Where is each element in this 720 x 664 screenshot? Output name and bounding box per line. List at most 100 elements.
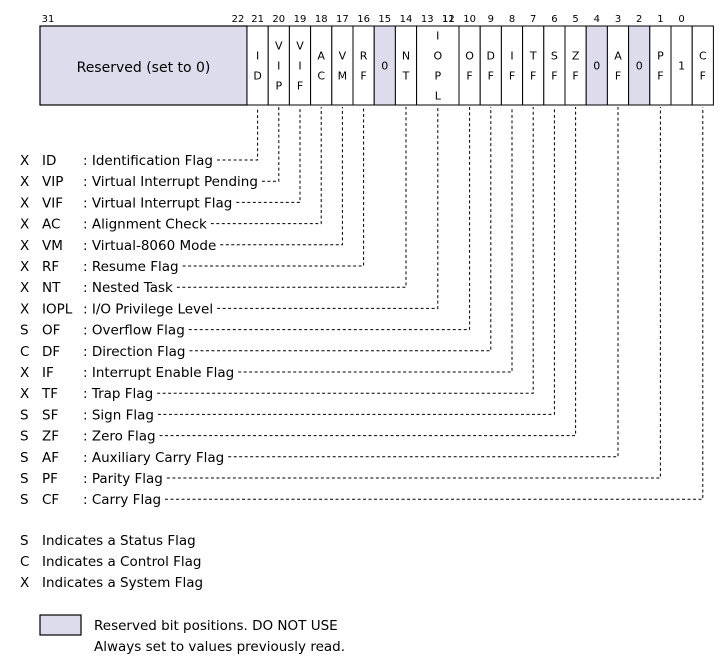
reserved-note-line2: Always set to values previously read.	[94, 639, 345, 655]
flag-abbr: RF	[42, 259, 59, 275]
flag-desc: : Resume Flag	[83, 259, 179, 275]
flag-abbr: CF	[42, 492, 59, 508]
reserved-label: Reserved (set to 0)	[77, 60, 211, 76]
reserved-swatch	[39, 614, 82, 636]
flag-desc: : Nested Task	[83, 280, 173, 296]
flag-desc: : Zero Flag	[83, 429, 156, 445]
flag-type: S	[20, 407, 29, 423]
flag-row-vip: X VIP : Virtual Interrupt Pending	[20, 174, 258, 190]
flag-abbr: TF	[41, 386, 58, 402]
bit-cell-7	[543, 25, 566, 106]
bit-cell-18	[310, 25, 333, 106]
flag-abbr: DF	[42, 344, 60, 360]
bit-number-2: 2	[636, 14, 642, 25]
bit-cell-label-5: 0	[593, 60, 600, 73]
bit-cell-11	[458, 25, 481, 106]
bit-number-0: 0	[678, 14, 684, 25]
bit-number-13: 13	[421, 14, 434, 25]
flag-desc: : Overflow Flag	[83, 323, 185, 339]
flag-desc: : Alignment Check	[83, 217, 207, 233]
leader-line-df	[189, 107, 492, 352]
flag-type: X	[20, 153, 29, 169]
legend-text: Indicates a Control Flag	[42, 554, 202, 570]
flag-desc: : Virtual Interrupt Pending	[83, 174, 258, 190]
bit-number-20: 20	[272, 14, 285, 25]
flag-desc: : Interrupt Enable Flag	[83, 365, 234, 381]
flag-abbr: PF	[42, 471, 58, 487]
bit-cell-10	[479, 25, 502, 106]
bit-number-9: 9	[488, 14, 494, 25]
flag-type: C	[20, 344, 29, 360]
bit-number-16: 16	[357, 14, 370, 25]
leader-line-iopl	[217, 107, 439, 309]
flag-desc: : Virtual Interrupt Flag	[83, 195, 232, 211]
leader-line-zf	[159, 107, 577, 437]
bit-number-15: 15	[378, 14, 391, 25]
bit-cell-label-15: 0	[381, 60, 388, 73]
bit-number-14: 14	[400, 14, 413, 25]
flag-desc: : Carry Flag	[83, 492, 161, 508]
flag-type: X	[20, 238, 29, 254]
bit-number-18: 18	[315, 14, 328, 25]
flag-type: X	[20, 174, 29, 190]
flag-desc: : Sign Flag	[83, 407, 154, 423]
bit-cell-label-3: 0	[636, 60, 643, 73]
flag-desc: : Direction Flag	[83, 344, 185, 360]
bit-cell-8	[522, 25, 545, 106]
flag-desc: : Parity Flag	[83, 471, 163, 487]
flag-type: X	[20, 301, 29, 317]
flag-abbr: VIP	[42, 174, 63, 190]
bit-cell-9	[500, 25, 524, 106]
bit-number-6: 6	[551, 14, 557, 25]
flag-type: X	[20, 259, 29, 275]
flag-abbr: IF	[42, 365, 54, 381]
bit-cell-2	[649, 25, 672, 106]
bit-number-22: 22	[232, 14, 245, 25]
flag-row-cf: S CF : Carry Flag	[20, 492, 161, 508]
bit-cell-label-1: 1	[678, 60, 685, 73]
leader-line-nt	[176, 107, 407, 288]
flag-type: S	[20, 471, 29, 487]
flag-desc: : Identification Flag	[83, 153, 213, 169]
flag-type: S	[20, 450, 29, 466]
flag-abbr: ZF	[42, 429, 59, 445]
bit-cell-0	[691, 25, 714, 106]
bit-number-7: 7	[530, 14, 536, 25]
leader-line-sf	[157, 107, 555, 415]
legend-key: C	[20, 554, 29, 570]
flag-type: X	[20, 386, 29, 402]
bit-number-8: 8	[509, 14, 515, 25]
legend-key: X	[20, 575, 29, 591]
flag-type: X	[20, 195, 29, 211]
flag-abbr: NT	[42, 280, 61, 296]
bit-number-10: 10	[463, 14, 476, 25]
flag-abbr: VM	[42, 238, 63, 254]
leader-line-vip	[261, 107, 280, 182]
flag-type: X	[20, 280, 29, 296]
flag-type: S	[20, 323, 29, 339]
leader-lines	[157, 107, 704, 500]
flag-type: S	[20, 492, 29, 508]
bit-number-1: 1	[657, 14, 663, 25]
